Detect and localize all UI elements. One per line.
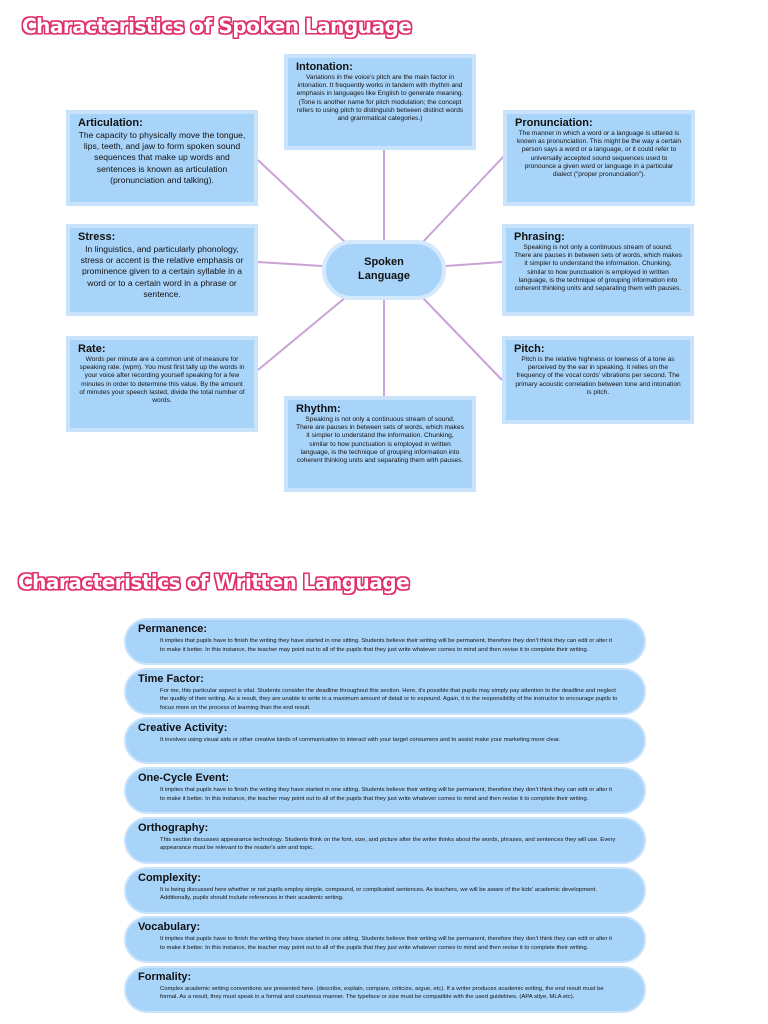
written-item-title: Vocabulary: [138, 921, 201, 934]
written-item-text: It implies that pupils have to finish th… [160, 638, 613, 653]
node-text: Pitch is the relative highness or lownes… [515, 356, 681, 396]
node-title: Intonation: [296, 61, 353, 73]
node-pitch: Pitch: Pitch is the relative highness or… [502, 336, 694, 424]
node-phrasing: Phrasing: Speaking is not only a continu… [502, 224, 694, 316]
node-stress: Stress: In linguistics, and particularly… [66, 224, 258, 316]
written-item-title: Creative Activity: [138, 722, 228, 735]
written-item: Complexity: It is being discussed here wh… [124, 866, 646, 914]
written-item-text: It is being discussed here whether or no… [160, 886, 597, 902]
written-item-text: This section discusses appearance techno… [160, 836, 616, 852]
connector-stress [257, 261, 323, 267]
spoken-section-title: Characteristics of Spoken Language [22, 14, 412, 38]
node-title: Phrasing: [514, 231, 565, 243]
written-item-title: Permanence: [138, 623, 208, 635]
written-item: Creative Activity: It involves using visu… [124, 717, 646, 765]
node-title: Rhythm: [296, 403, 341, 415]
node-pronunciation: Pronunciation: The manner in which a wor… [503, 110, 695, 206]
node-title: Pronunciation: [515, 117, 593, 129]
center-node-spoken-language: Spoken Language [322, 240, 446, 300]
written-item: Vocabulary: It implies that pupils have t… [124, 916, 646, 964]
written-item-title: Time Factor: [138, 672, 204, 685]
written-item-title: Complexity: [138, 871, 201, 884]
node-intonation: Intonation: Variations in the voice's pi… [284, 54, 476, 150]
written-item-text: It implies that pupils have to finish th… [160, 936, 613, 951]
written-item-title: Orthography: [138, 821, 209, 834]
written-item: Permanence: It implies that pupils have t… [124, 618, 646, 665]
written-item: One-Cycle Event: It implies that pupils h… [124, 767, 646, 815]
written-item: Time Factor: For me, this particular aspe… [124, 667, 646, 715]
written-item-text: It implies that pupils have to finish th… [160, 787, 613, 802]
node-rhythm: Rhythm: Speaking is not only a continuou… [284, 396, 476, 492]
node-text: Words per minute are a common unit of me… [79, 356, 245, 405]
node-title: Articulation: [78, 117, 143, 129]
center-node-label: Spoken Language [358, 256, 410, 282]
connector-phrasing [445, 261, 503, 267]
connector-pronunciation [421, 155, 505, 244]
node-text: Speaking is not only a continuous stream… [296, 416, 464, 465]
connector-pitch [421, 296, 503, 381]
written-item-text: It involves using visual aids or other c… [160, 737, 561, 744]
node-articulation: Articulation: The capacity to physically… [66, 110, 258, 206]
node-title: Stress: [78, 231, 116, 243]
node-text: The capacity to physically move the tong… [78, 130, 246, 185]
written-item-title: Formality: [138, 970, 192, 983]
written-item: Formality: Complex academic writing conve… [124, 965, 646, 1013]
node-text: Variations in the voice's pitch are the … [296, 74, 464, 123]
node-text: In linguistics, and particularly phonolo… [80, 244, 244, 299]
written-section-title: Characteristics of Written Language [18, 570, 410, 594]
connector-articulation [257, 159, 347, 244]
node-rate: Rate: Words per minute are a common unit… [66, 336, 258, 432]
connector-rate [257, 296, 347, 371]
node-title: Pitch: [514, 343, 545, 355]
node-title: Rate: [78, 343, 106, 355]
node-text: The manner in which a word or a language… [516, 130, 682, 179]
node-text: Speaking is not only a continuous stream… [514, 244, 682, 293]
written-item-title: One-Cycle Event: [138, 772, 230, 785]
written-item-text: For me, this particular aspect is vital.… [160, 687, 618, 711]
mindmap-connectors [257, 150, 505, 396]
written-item: Orthography: This section discusses appea… [124, 816, 646, 864]
written-item-text: Complex academic writing conventions are… [160, 985, 604, 1001]
